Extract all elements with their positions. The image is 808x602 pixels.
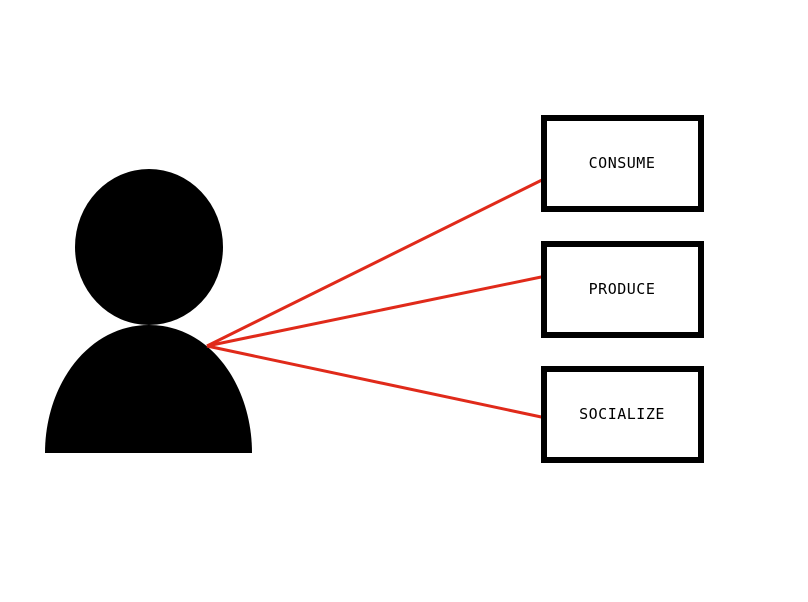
connector-line-socialize bbox=[206, 344, 547, 420]
person-head bbox=[75, 169, 223, 325]
person-body bbox=[45, 325, 252, 453]
box-consume-frame bbox=[541, 115, 704, 212]
box-socialize: SOCIALIZE bbox=[541, 366, 704, 463]
box-produce: PRODUCE bbox=[541, 241, 704, 338]
box-produce-frame bbox=[541, 241, 704, 338]
connector-line-consume bbox=[206, 176, 547, 348]
box-consume-label: CONSUME bbox=[589, 154, 656, 172]
connectors bbox=[206, 176, 547, 420]
box-consume: CONSUME bbox=[541, 115, 704, 212]
box-socialize-frame bbox=[541, 366, 704, 463]
box-socialize-label: SOCIALIZE bbox=[579, 405, 665, 423]
box-produce-label: PRODUCE bbox=[589, 280, 656, 298]
connector-line-produce bbox=[206, 274, 547, 348]
person-icon bbox=[45, 169, 252, 453]
